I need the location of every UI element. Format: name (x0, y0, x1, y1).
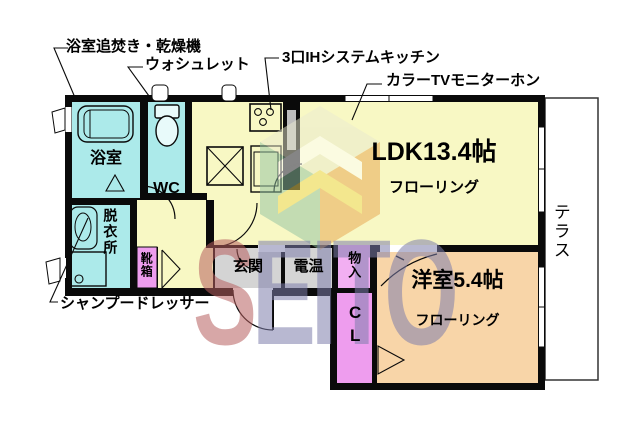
vents (45, 84, 237, 285)
western-closet-triangle (377, 345, 406, 375)
western-floor (377, 252, 538, 383)
annotation-bath-reheat-dryer: 浴室追焚き・乾燥機 (66, 38, 202, 55)
storage-floor (338, 245, 370, 288)
ih-stove (249, 103, 282, 132)
terrace-area (544, 97, 599, 381)
bath-door-triangle (105, 173, 125, 192)
room-label-storage: 物入 (346, 251, 362, 279)
leader-lines (49, 47, 382, 303)
entrance-inner-door-arc (236, 248, 259, 271)
annotation-shampoo-dresser: シャンプードレッサー (60, 295, 210, 312)
dressing-door-arc (141, 185, 176, 220)
annotation-ih-kitchen: 3口IHシステムキッチン (282, 49, 440, 66)
logo-watermark (260, 106, 380, 250)
bathtub (77, 105, 134, 143)
wall-openings (60, 107, 437, 296)
toilet (154, 104, 180, 147)
room-label-closet: CL (345, 303, 365, 349)
refrigerator-space (206, 146, 244, 186)
front-door (232, 289, 274, 331)
hall-floor-lower (158, 247, 213, 288)
shoebox-floor (136, 246, 158, 289)
dressing-floor (72, 205, 130, 288)
leader-bath-dryer (53, 47, 77, 101)
leader-shampoo-dresser (49, 217, 89, 303)
room-label-ldk: LDK13.4帖 (371, 138, 497, 166)
shoebox-folding-door (161, 249, 181, 289)
room-floor-western: フローリング (415, 312, 500, 328)
room-label-bath: 浴室 (89, 150, 122, 167)
room-label-dressing: 脱衣所 (102, 208, 119, 256)
closet-floor (337, 293, 372, 383)
washing-machine (70, 251, 107, 287)
shampoo-dresser (69, 206, 98, 250)
leader-monitor-phone (351, 83, 382, 121)
leader-washlet (126, 66, 150, 97)
room-label-western: 洋室5.4帖 (411, 269, 504, 292)
hall-kitchen-door-arc (212, 202, 258, 248)
room-floor-ldk: フローリング (388, 179, 479, 196)
room-label-water-heater: 電温 (293, 258, 324, 275)
room-label-shoebox: 靴箱 (139, 252, 154, 278)
annotation-washlet: ウォシュレット (145, 56, 250, 73)
western-door (380, 253, 438, 287)
water-heater-floor (285, 248, 332, 288)
windows (344, 95, 545, 348)
annotation-tv-monitor-phone: カラーTVモニターホン (386, 72, 541, 89)
leader-ih-kitchen (264, 57, 279, 111)
room-label-wc: WC (153, 180, 180, 197)
room-label-entrance: 玄関 (232, 258, 263, 275)
room-label-terrace: テラス (550, 203, 570, 260)
